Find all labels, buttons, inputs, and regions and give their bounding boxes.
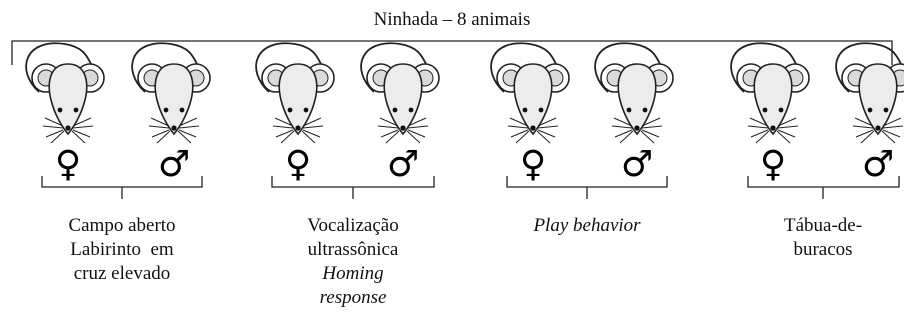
female-symbol: ♀ <box>285 144 311 185</box>
mouse-icon <box>491 43 569 143</box>
label-line: Labirinto em <box>22 238 222 262</box>
label-line: Campo aberto <box>22 214 222 238</box>
mouse-icon <box>836 43 904 143</box>
group-label-3: Play behavior <box>487 214 687 238</box>
group-label-2: Vocalização ultrassônica Homing response <box>253 214 453 310</box>
label-line: ultrassônica <box>253 238 453 262</box>
group-label-4: Tábua-de- buracos <box>743 214 903 262</box>
mouse-icon <box>132 43 210 143</box>
label-line: response <box>253 286 453 310</box>
male-symbol: ♂ <box>158 144 190 185</box>
male-symbol: ♂ <box>862 144 894 185</box>
female-symbol: ♀ <box>55 144 81 185</box>
label-line: Tábua-de- <box>743 214 903 238</box>
mouse-icon <box>256 43 334 143</box>
group-label-1: Campo aberto Labirinto em cruz elevado <box>22 214 222 286</box>
label-line: Play behavior <box>487 214 687 238</box>
label-line: buracos <box>743 238 903 262</box>
mouse-icon <box>595 43 673 143</box>
mouse-icon <box>361 43 439 143</box>
litter-bracket <box>12 41 892 65</box>
mouse-icon <box>26 43 104 143</box>
male-symbol: ♂ <box>621 144 653 185</box>
label-line: Homing <box>253 262 453 286</box>
label-line: Vocalização <box>253 214 453 238</box>
mouse-icon <box>731 43 809 143</box>
label-line: cruz elevado <box>22 262 222 286</box>
female-symbol: ♀ <box>760 144 786 185</box>
male-symbol: ♂ <box>387 144 419 185</box>
female-symbol: ♀ <box>520 144 546 185</box>
